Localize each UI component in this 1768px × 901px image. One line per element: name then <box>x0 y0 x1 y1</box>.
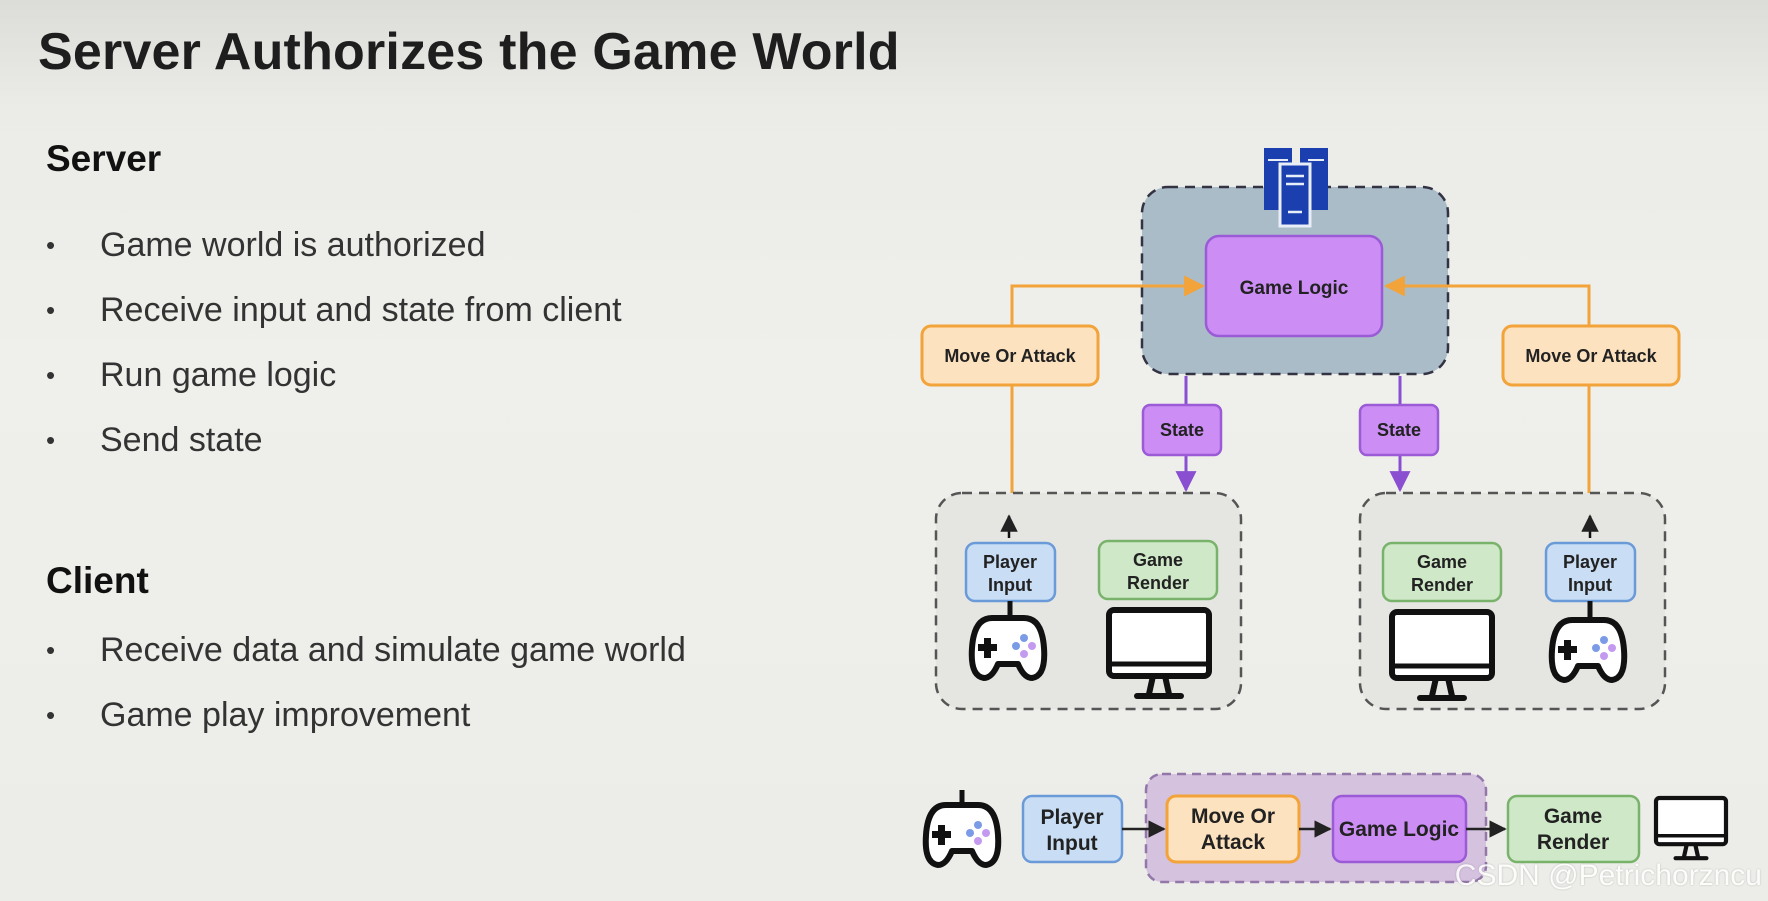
server-bullet: Send state <box>46 420 622 485</box>
pipeline-player-input-label-line2: Input <box>1046 832 1097 855</box>
pipeline-move-or-attack-label-line1: Move Or <box>1191 805 1275 828</box>
move-or-attack-label-left: Move Or Attack <box>944 346 1076 366</box>
input-arrow-right <box>1383 275 1591 495</box>
move-or-attack-node-left <box>920 324 1100 387</box>
state-node-right <box>1358 403 1440 457</box>
player-input-label-left-line1: Player <box>983 552 1037 572</box>
state-label-right: State <box>1377 420 1421 440</box>
server-bullet: Run game logic <box>46 355 622 420</box>
state-node-left <box>1141 403 1223 457</box>
game-render-label-left-line2: Render <box>1127 573 1189 593</box>
game-logic-node <box>1204 234 1384 338</box>
client-bullet: Game play improvement <box>46 695 686 760</box>
pipeline-monitor-icon <box>1656 798 1726 858</box>
game-render-node-left <box>1097 539 1219 601</box>
player-input-label-right-line2: Input <box>1568 575 1612 595</box>
game-render-label-right-line2: Render <box>1411 575 1473 595</box>
server-bullet: Game world is authorized <box>46 225 622 290</box>
pipeline-gamepad-icon <box>926 805 999 865</box>
server-heading: Server <box>46 138 162 179</box>
move-or-attack-node-right <box>1501 324 1681 387</box>
server-bullet-list: Game world is authorized Receive input a… <box>46 225 622 485</box>
player-input-label-left-line2: Input <box>988 575 1032 595</box>
client-heading: Client <box>46 560 149 601</box>
pipeline-game-logic-label: Game Logic <box>1339 818 1460 841</box>
pipeline-game-render-node <box>1506 794 1641 864</box>
pipeline-player-input-label-line1: Player <box>1040 806 1103 829</box>
state-label-left: State <box>1160 420 1204 440</box>
move-or-attack-label-right: Move Or Attack <box>1525 346 1657 366</box>
game-render-label-left-line1: Game <box>1133 550 1183 570</box>
game-logic-label: Game Logic <box>1240 278 1349 299</box>
input-arrow-left <box>1010 275 1206 495</box>
server-bullet: Receive input and state from client <box>46 290 622 355</box>
client-bullet-list: Receive data and simulate game world Gam… <box>46 630 686 760</box>
client-bullet: Receive data and simulate game world <box>46 630 686 695</box>
game-render-node-right <box>1381 541 1503 603</box>
watermark: CSDN @Petrichorzncu <box>1454 859 1762 892</box>
player-input-label-right-line1: Player <box>1563 552 1617 572</box>
pipeline-game-render-label-line2: Render <box>1537 831 1609 854</box>
game-render-label-right-line1: Game <box>1417 552 1467 572</box>
slide-title: Server Authorizes the Game World <box>38 23 900 81</box>
server-icon <box>1264 148 1328 228</box>
pipeline-game-render-label-line1: Game <box>1544 805 1602 828</box>
pipeline-move-or-attack-label-line2: Attack <box>1201 831 1266 854</box>
